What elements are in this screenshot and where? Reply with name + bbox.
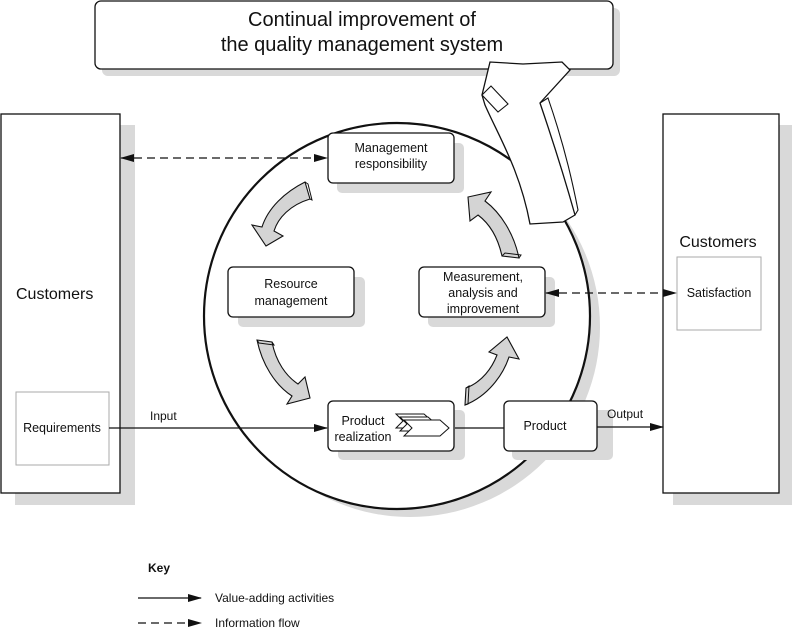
realization-line-2: realization <box>335 430 392 444</box>
input-label: Input <box>150 409 177 423</box>
customers-left-label: Customers <box>16 286 93 303</box>
measurement-box: Measurement, analysis and improvement <box>418 266 555 327</box>
satisfaction-label: Satisfaction <box>687 286 752 300</box>
legend-label-information-flow: Information flow <box>215 616 300 630</box>
cycle-arrow-measurement-to-management <box>467 191 522 259</box>
customers-right-label: Customers <box>679 234 756 251</box>
product-box: Product <box>503 400 613 460</box>
product-realization-box: Product realization <box>327 400 465 460</box>
management-responsibility-box: Management responsibility <box>327 132 464 193</box>
customers-left-panel: Customers Requirements <box>0 113 135 505</box>
resource-line-1: Resource <box>264 277 318 291</box>
cycle-arrow-realization-to-measurement <box>464 336 521 406</box>
cycle-arrow-management-to-resource <box>250 181 313 247</box>
satisfaction-box <box>676 256 762 331</box>
legend: Key Value-adding activities Information … <box>138 561 334 630</box>
customers-right-panel: Customers Satisfaction <box>662 113 792 505</box>
measurement-line-2: analysis and <box>448 286 518 300</box>
continual-improvement-box: Continual improvement of the quality man… <box>94 0 620 76</box>
output-label: Output <box>607 407 644 421</box>
title-line-1: Continual improvement of <box>248 9 476 31</box>
legend-label-value-adding: Value-adding activities <box>215 591 334 605</box>
resource-management-box: Resource management <box>227 266 365 327</box>
legend-title: Key <box>148 561 170 575</box>
title-line-2: the quality management system <box>221 34 503 56</box>
process-chevrons-icon <box>394 413 450 437</box>
measurement-line-3: improvement <box>447 302 520 316</box>
measurement-line-1: Measurement, <box>443 270 523 284</box>
requirements-box <box>15 391 110 466</box>
resource-line-2: management <box>255 294 328 308</box>
realization-line-1: Product <box>341 414 385 428</box>
continual-improvement-arrow <box>481 61 579 225</box>
management-line-1: Management <box>355 141 428 155</box>
product-label: Product <box>523 419 567 433</box>
requirements-label: Requirements <box>23 421 101 435</box>
management-line-2: responsibility <box>355 157 428 171</box>
cycle-arrow-resource-to-realization <box>256 339 311 405</box>
